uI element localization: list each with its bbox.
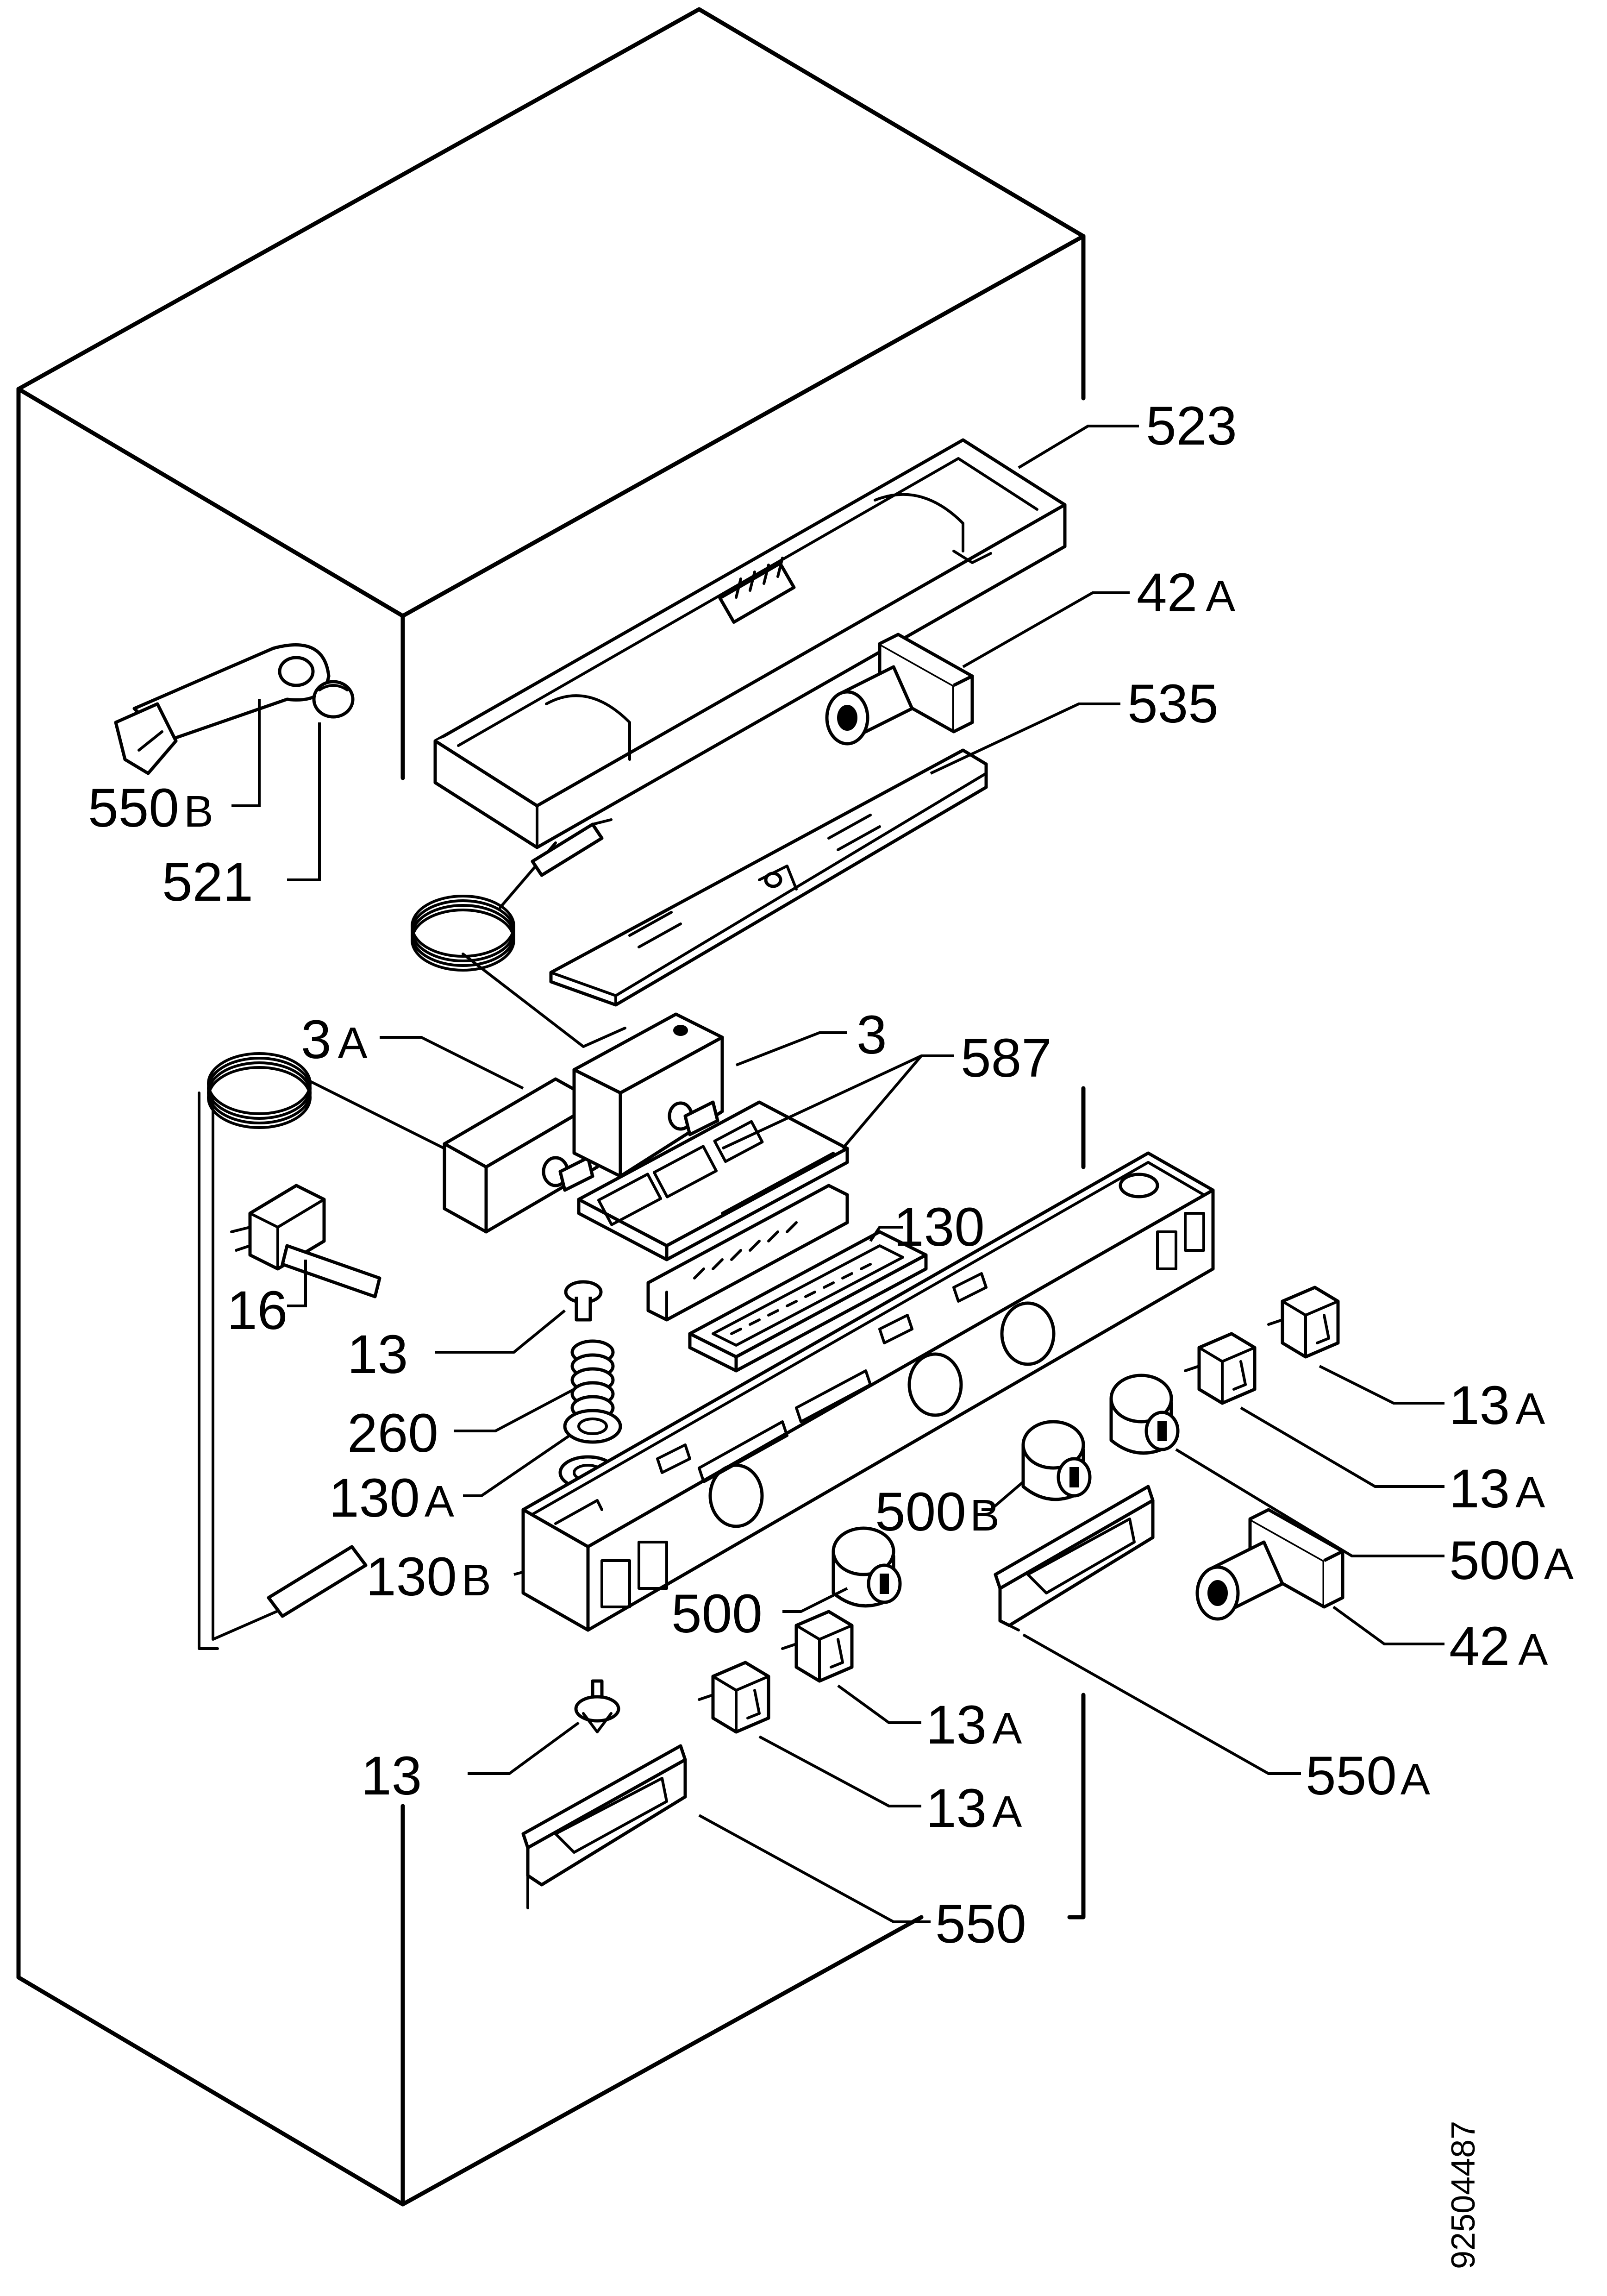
leader-521 [287, 722, 321, 881]
leader-550a [1022, 1633, 1301, 1775]
part-42a-bushing-bottom [1195, 1508, 1344, 1621]
leader-587 [721, 1054, 954, 1150]
part-13a-switch-2 [1184, 1332, 1257, 1405]
label-13-top: 13 [347, 1324, 408, 1385]
leader-13a-4 [758, 1735, 921, 1807]
cabinet-outline [16, 7, 1086, 2207]
part-500a-knob [1109, 1374, 1180, 1455]
part-523-handle-tray [433, 438, 1067, 849]
leader-3a [380, 1036, 524, 1090]
label-500a: 500A [1449, 1530, 1574, 1591]
leader-13-top [435, 1309, 566, 1354]
capillary-coil-upper [411, 818, 626, 1048]
leader-550 [698, 1814, 931, 1923]
part-500-knob [832, 1526, 902, 1608]
leader-130 [869, 1226, 903, 1242]
part-13-knob-top [564, 1280, 603, 1322]
part-550b-key [114, 643, 331, 775]
leader-13-bottom [468, 1721, 580, 1775]
leader-13a-1 [1319, 1365, 1444, 1405]
capillary-coil-left [198, 1052, 483, 1650]
label-587: 587 [961, 1028, 1052, 1089]
label-16: 16 [227, 1280, 288, 1341]
leader-260 [454, 1388, 575, 1432]
label-550: 550 [935, 1894, 1026, 1955]
part-13a-switch-1 [1267, 1286, 1340, 1359]
leader-550b [231, 699, 261, 807]
part-3a-thermostat [443, 1077, 599, 1234]
part-42a-bushing-top [825, 633, 974, 746]
part-13-knob-bottom [574, 1679, 620, 1733]
leader-535 [930, 703, 1120, 775]
leader-13a-2 [1240, 1406, 1444, 1488]
part-260-spring [570, 1339, 615, 1421]
label-3: 3 [857, 1004, 887, 1066]
control-panel-body [521, 1151, 1215, 1632]
label-13-bottom: 13 [361, 1745, 422, 1807]
label-535: 535 [1127, 673, 1219, 734]
leader-42a-top [962, 591, 1130, 668]
part-500b-knob [1021, 1420, 1092, 1501]
leader-500a [1175, 1448, 1444, 1557]
part-535-bracket [549, 748, 988, 1007]
leader-500b [982, 1480, 1024, 1511]
part-16-switch [230, 1184, 381, 1299]
label-130: 130 [894, 1197, 985, 1258]
leader-500 [782, 1587, 848, 1613]
label-500: 500 [671, 1583, 763, 1644]
part-130a-ring [563, 1409, 622, 1444]
leader-3 [735, 1031, 847, 1066]
leader-13a-3 [837, 1684, 921, 1724]
leader-130a [463, 1434, 570, 1497]
leader-523 [1018, 425, 1139, 469]
label-260: 260 [347, 1403, 438, 1464]
label-523: 523 [1146, 395, 1237, 457]
part-587-board [577, 1100, 849, 1322]
part-3-thermostat [572, 1012, 724, 1178]
leader-42a-bottom [1332, 1606, 1444, 1645]
part-550-cover [521, 1744, 687, 1909]
label-521: 521 [162, 852, 253, 913]
leader-16 [287, 1260, 307, 1307]
part-13a-switch-4 [698, 1661, 770, 1734]
part-130-lens-frame [688, 1230, 928, 1373]
label-550a: 550A [1306, 1745, 1430, 1807]
drawing-number: 92504487 [1445, 2121, 1482, 2269]
part-550a-cover [994, 1485, 1155, 1631]
label-500b: 500B [875, 1481, 1000, 1543]
part-521-cap [312, 680, 355, 719]
part-13a-switch-3 [781, 1610, 854, 1683]
